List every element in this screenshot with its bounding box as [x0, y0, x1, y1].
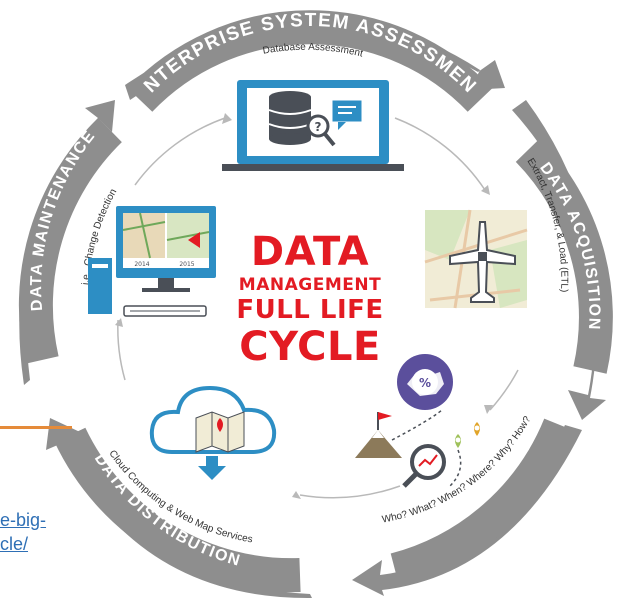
- airplane-map-icon: [424, 209, 528, 309]
- center-title-cycle: CYCLE: [239, 324, 381, 370]
- ring-band: [18, 10, 613, 593]
- desktop-map-icon: 2014 2015: [88, 206, 216, 317]
- center-title-full-life: FULL LIFE: [236, 295, 384, 325]
- monitor-label-2014: 2014: [134, 261, 149, 268]
- cloud-map-icon: [149, 385, 277, 480]
- link-fragment-1[interactable]: e-big-: [0, 510, 47, 530]
- inner-arrow-heads: [115, 113, 493, 499]
- orange-divider: [0, 426, 72, 429]
- database-monitor-icon: ?: [222, 80, 404, 171]
- monitor-label-2015: 2015: [179, 261, 194, 268]
- center-title-management: MANAGEMENT: [238, 275, 382, 295]
- center-title-data: DATA: [250, 229, 370, 275]
- svg-text:?: ?: [315, 120, 322, 134]
- analysis-icons: %: [355, 354, 480, 488]
- link-fragment-2[interactable]: cle/: [0, 534, 29, 554]
- svg-text:%: %: [419, 376, 431, 390]
